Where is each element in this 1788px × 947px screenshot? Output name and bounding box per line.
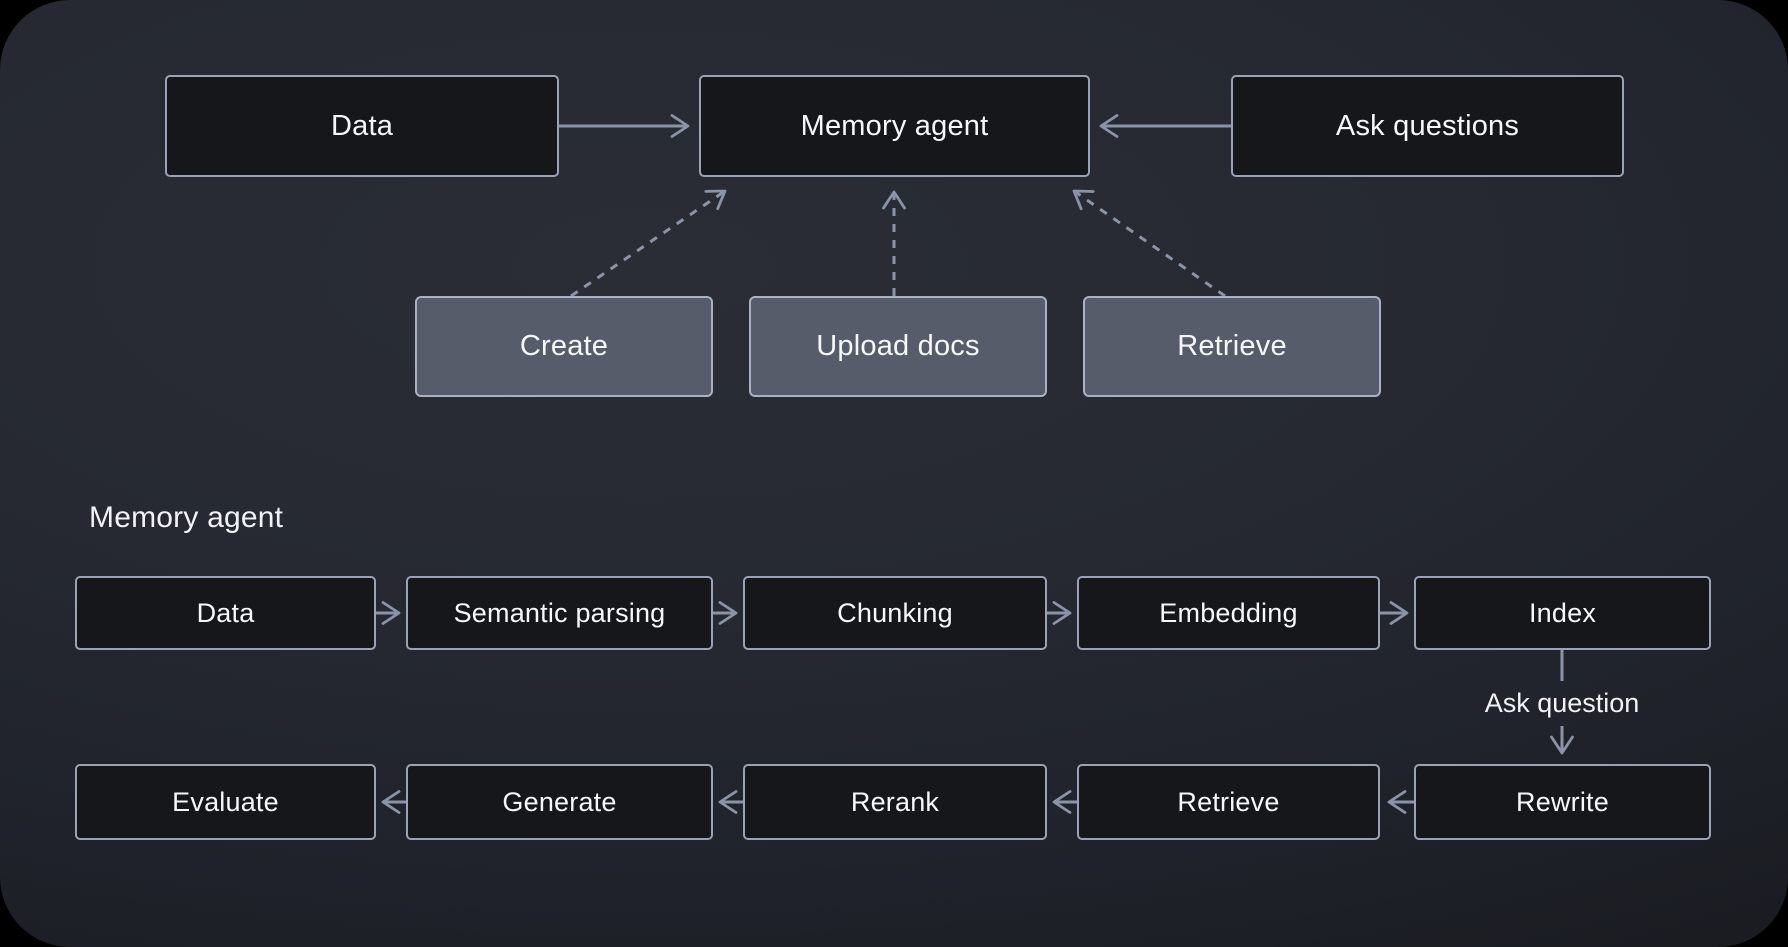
section-label-memory-agent: Memory agent [89, 501, 284, 534]
node-ask-questions: Ask questions [1231, 75, 1624, 177]
edge-create-to-memory-agent [570, 189, 727, 298]
node-memory-agent: Memory agent [699, 75, 1090, 177]
node-data-top: Data [165, 75, 559, 177]
node-embedding: Embedding [1077, 576, 1380, 650]
node-retrieve-top: Retrieve [1083, 296, 1381, 397]
node-chunking: Chunking [743, 576, 1047, 650]
node-rerank: Rerank [743, 764, 1047, 840]
node-evaluate: Evaluate [75, 764, 376, 840]
node-create: Create [415, 296, 713, 397]
node-semantic-parsing: Semantic parsing [406, 576, 713, 650]
node-rewrite: Rewrite [1414, 764, 1711, 840]
node-data-pipeline: Data [75, 576, 376, 650]
node-retrieve-pipeline: Retrieve [1077, 764, 1380, 840]
node-generate: Generate [406, 764, 713, 840]
edge-retrieve-to-memory-agent [1072, 189, 1226, 298]
node-upload-docs: Upload docs [749, 296, 1047, 397]
node-index: Index [1414, 576, 1711, 650]
edge-label-ask-question: Ask question [1484, 688, 1640, 718]
